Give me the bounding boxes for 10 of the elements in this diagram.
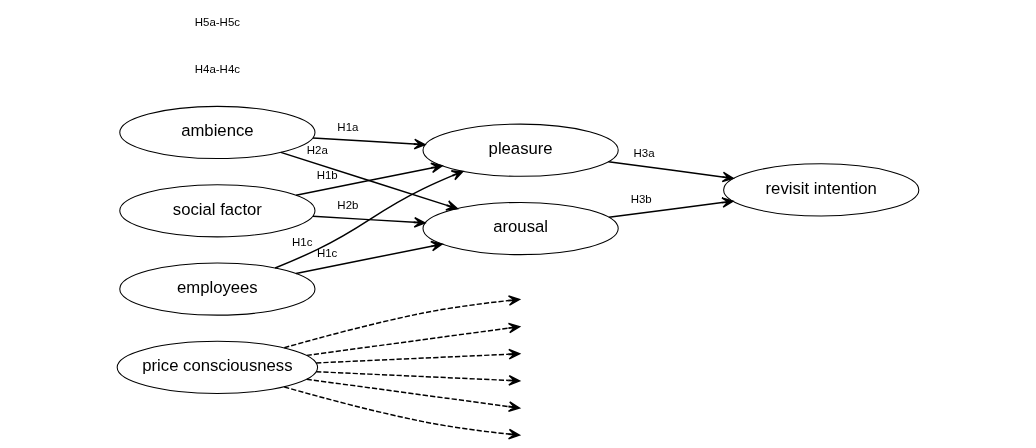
edge-label: H1c (316, 247, 338, 260)
edge-label: H2b (337, 198, 359, 211)
edge-label: H1c (292, 236, 313, 249)
edge-label: H3b (630, 193, 652, 206)
label: H5a-H5c (194, 15, 241, 28)
edge-label: H1a (337, 120, 359, 133)
edge-label: H1b (316, 169, 338, 182)
label: H4a-H4c (194, 62, 241, 75)
edge-label: H2a (306, 143, 328, 156)
edge-label: H3a (633, 146, 655, 159)
